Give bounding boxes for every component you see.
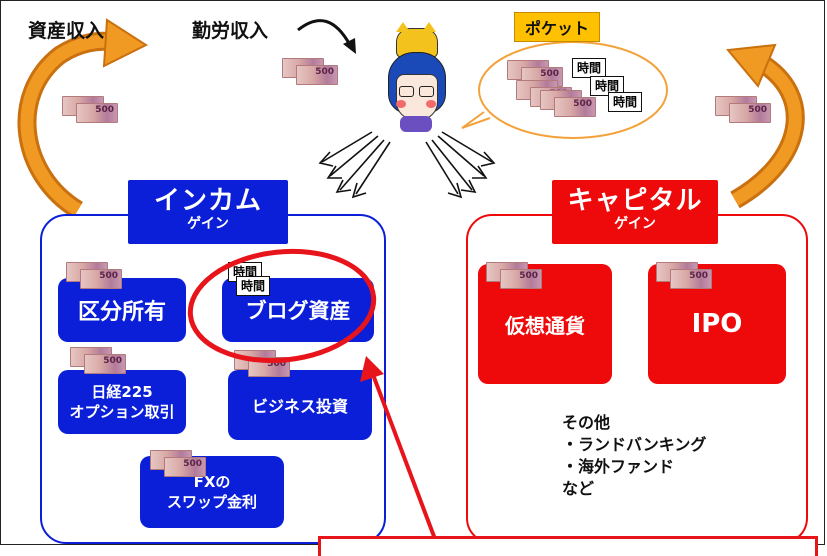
highlight-arrow (370, 371, 440, 547)
time-card: 時間 (608, 92, 643, 112)
double-headed-arrows-icon (318, 131, 496, 199)
income-item-business: ビジネス投資 (228, 370, 372, 440)
time-card: 時間 (572, 58, 607, 78)
income-gain-header: インカム ゲイン (128, 180, 288, 244)
banknote-icon (150, 450, 206, 477)
labor-income-label: 勤労収入 (192, 20, 269, 42)
time-card: 時間 (236, 276, 271, 296)
banknote-icon (66, 262, 122, 289)
labor-income-arrow-icon (297, 19, 356, 54)
banknote-icon (486, 262, 542, 289)
capital-others: その他 ・ランドバンキング ・海外ファンド など (562, 412, 706, 500)
character-icon (382, 22, 452, 133)
income-item-fx: FXの スワップ金利 (140, 456, 284, 528)
capital-others-line: ・ランドバンキング (562, 435, 707, 454)
capital-gain-header: キャピタル ゲイン (552, 180, 718, 244)
highlight-arrow-head-icon (360, 356, 384, 382)
capital-curved-arrow-icon (726, 43, 805, 209)
banknote-icon (282, 58, 338, 85)
banknote-icon (656, 262, 712, 289)
pocket-label: ポケット (514, 12, 601, 42)
income-item-nikkei: 日経225 オプション取引 (58, 370, 186, 434)
income-gain-title: インカム (153, 186, 262, 216)
banknote-icon (70, 347, 126, 374)
capital-gain-title: キャピタル (567, 186, 703, 216)
capital-others-line: その他 (562, 413, 611, 432)
asset-income-curved-arrow-icon (17, 18, 149, 219)
capital-others-line: など (562, 479, 595, 498)
capital-others-line: ・海外ファンド (562, 457, 675, 476)
income-gain-subtitle: ゲイン (187, 216, 229, 232)
capital-item-crypto: 仮想通貨 (478, 264, 612, 384)
time-card: 時間 (590, 76, 625, 96)
blog-highlight-ellipse (187, 248, 377, 364)
bottom-callout (318, 536, 818, 556)
banknote-icon (715, 96, 771, 123)
asset-income-label: 資産収入 (28, 20, 105, 42)
banknote-icon (62, 96, 118, 123)
banknote-icon (540, 90, 596, 117)
capital-gain-subtitle: ゲイン (614, 216, 656, 232)
